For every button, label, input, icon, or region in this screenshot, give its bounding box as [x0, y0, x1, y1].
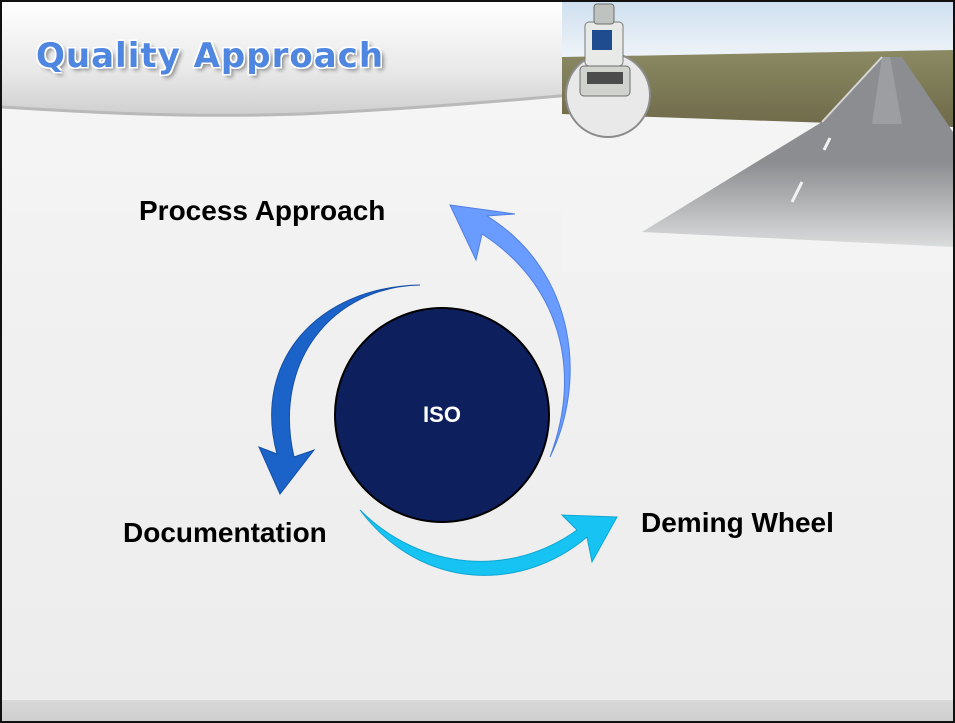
surveying-instrument — [565, 3, 651, 138]
iso-circle — [334, 307, 550, 523]
arrow-bottom — [359, 509, 618, 576]
arrow-left — [258, 284, 421, 495]
label-process-approach: Process Approach — [139, 195, 386, 226]
road-photo — [562, 2, 953, 272]
arrow-top-right — [449, 204, 571, 458]
footer-bar — [2, 700, 953, 721]
label-documentation: Documentation — [123, 517, 327, 548]
slide-title: Quality Approach — [36, 36, 385, 76]
label-deming-wheel: Deming Wheel — [641, 507, 834, 538]
center-label: ISO — [423, 402, 461, 427]
